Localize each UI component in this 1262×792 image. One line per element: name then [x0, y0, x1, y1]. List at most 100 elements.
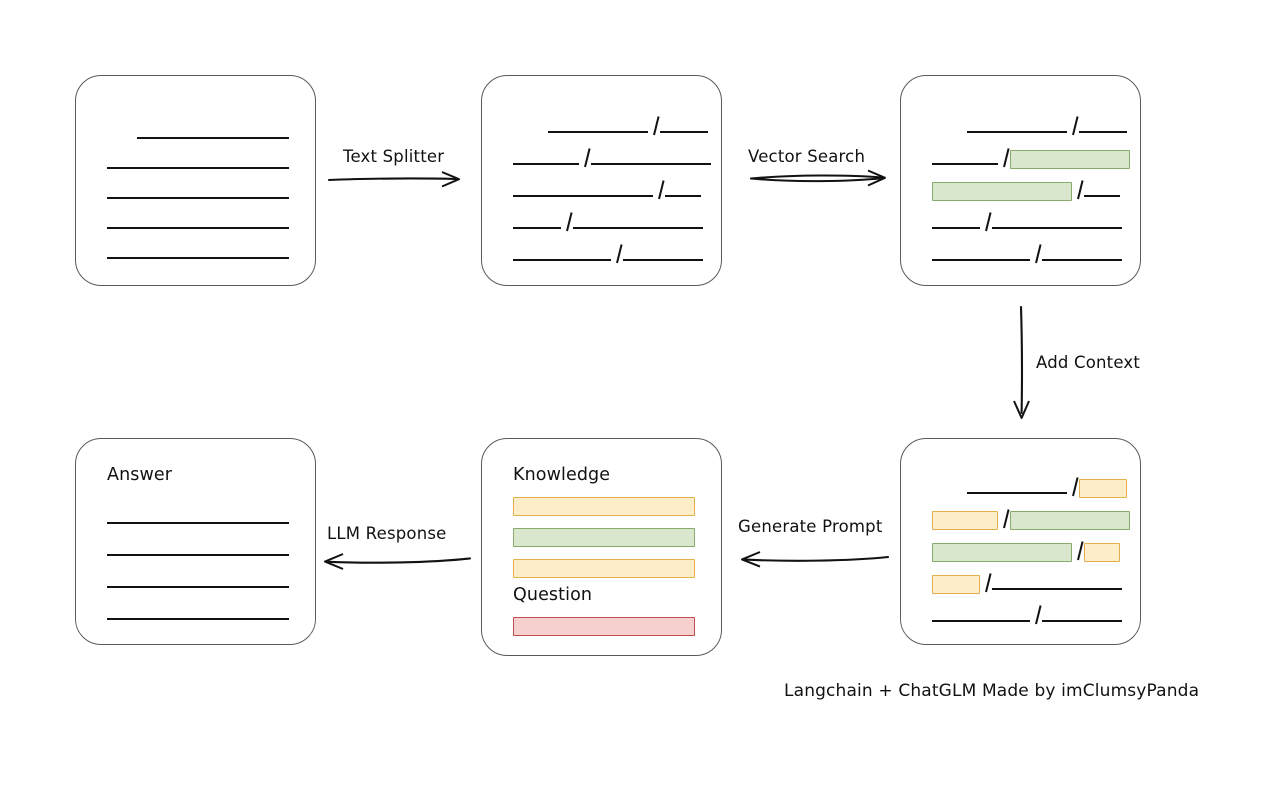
source-document-rows [76, 76, 315, 285]
context-added-rows [901, 439, 1140, 644]
text-line [107, 522, 289, 524]
slash-separator [561, 213, 573, 232]
text-line [1079, 131, 1127, 133]
prompt-chip-row [513, 526, 695, 547]
highlight-chip-red [513, 617, 695, 636]
text-line [107, 197, 289, 199]
edge-label-llm-response: LLM Response [327, 524, 447, 543]
edge-arrow-add-context [1013, 305, 1030, 419]
credit-text: Langchain + ChatGLM Made by imClumsyPand… [784, 681, 1200, 701]
text-line [591, 163, 711, 165]
highlight-chip-yellow [932, 511, 998, 530]
text-line [107, 554, 289, 556]
document-row [137, 122, 289, 142]
text-line [967, 492, 1067, 494]
slash-separator [1030, 606, 1042, 625]
question-heading: Question [513, 585, 593, 605]
document-row [932, 244, 1122, 264]
slash-separator [579, 149, 591, 168]
document-row [107, 152, 289, 172]
document-row [513, 244, 703, 264]
document-row [513, 148, 711, 168]
slash-separator [648, 117, 660, 136]
text-line [1084, 195, 1120, 197]
prompt-chip-row [513, 557, 695, 578]
document-row [548, 116, 708, 136]
document-row [932, 180, 1120, 201]
edge-arrow-vector-search [750, 169, 886, 187]
edge-arrow-generate-prompt [741, 551, 890, 568]
text-line [107, 227, 289, 229]
prompt-chip-row [513, 615, 695, 636]
slash-separator [611, 245, 623, 264]
text-line [548, 131, 648, 133]
text-line [932, 227, 980, 229]
text-line [1042, 620, 1122, 622]
node-split-chunks[interactable] [481, 75, 722, 286]
edge-label-vector-search: Vector Search [748, 147, 866, 166]
text-line [573, 227, 703, 229]
knowledge-heading: Knowledge [513, 465, 611, 485]
highlight-chip-yellow [932, 575, 980, 594]
text-line [665, 195, 701, 197]
knowledge-chips [482, 439, 721, 655]
document-row [932, 605, 1122, 625]
node-vector-search-results[interactable] [900, 75, 1141, 286]
slash-separator [980, 574, 992, 593]
text-line [1042, 259, 1122, 261]
answer-heading: Answer [107, 465, 173, 485]
highlight-chip-yellow [513, 559, 695, 578]
document-row [107, 242, 289, 262]
edge-label-generate-prompt: Generate Prompt [738, 517, 883, 536]
node-source-document[interactable] [75, 75, 316, 286]
text-line [932, 163, 998, 165]
node-generated-prompt[interactable]: Knowledge Question [481, 438, 722, 656]
highlight-chip-green [1010, 150, 1130, 169]
text-line [513, 163, 579, 165]
question-chips [482, 439, 721, 655]
prompt-chip-row [513, 495, 695, 516]
text-line [992, 227, 1122, 229]
document-row [107, 539, 289, 559]
document-row [513, 212, 703, 232]
document-row [932, 148, 1130, 169]
edge-label-text-splitter: Text Splitter [343, 147, 445, 166]
text-line [932, 259, 1030, 261]
text-line [107, 586, 289, 588]
text-line [623, 259, 703, 261]
edge-arrow-text-splitter [327, 171, 460, 188]
slash-separator [653, 181, 665, 200]
document-row [107, 182, 289, 202]
slash-separator [1072, 542, 1084, 561]
text-line [513, 259, 611, 261]
document-row [107, 571, 289, 591]
slash-separator [998, 510, 1010, 529]
vector-search-results-rows [901, 76, 1140, 285]
highlight-chip-green [932, 543, 1072, 562]
text-line [967, 131, 1067, 133]
text-line [513, 227, 561, 229]
document-row [107, 603, 289, 623]
split-chunks-rows [482, 76, 721, 285]
node-answer[interactable]: Answer [75, 438, 316, 645]
slash-separator [1067, 478, 1079, 497]
text-line [107, 167, 289, 169]
document-row [967, 477, 1127, 498]
text-line [513, 195, 653, 197]
node-context-added-chunks[interactable] [900, 438, 1141, 645]
text-line [660, 131, 708, 133]
document-row [107, 507, 289, 527]
highlight-chip-yellow [1079, 479, 1127, 498]
slash-separator [1072, 181, 1084, 200]
document-row [932, 573, 1122, 594]
slash-separator [980, 213, 992, 232]
slash-separator [1067, 117, 1079, 136]
document-row [107, 212, 289, 232]
highlight-chip-green [513, 528, 695, 547]
document-row [932, 509, 1130, 530]
text-line [107, 618, 289, 620]
highlight-chip-yellow [513, 497, 695, 516]
document-row [932, 212, 1122, 232]
document-row [513, 180, 701, 200]
